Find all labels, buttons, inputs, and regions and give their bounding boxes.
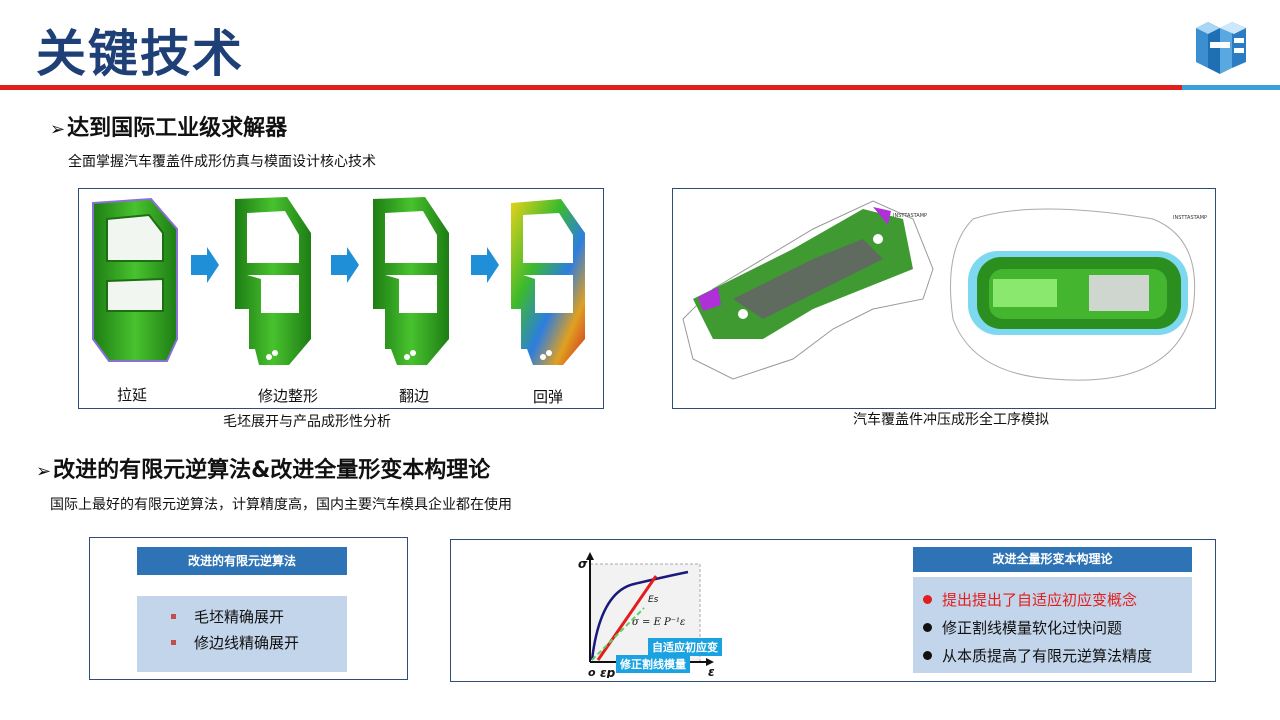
y-axis-label: σ — [578, 557, 588, 571]
list-item: 提出提出了自适应初应变概念 — [923, 589, 1137, 610]
process-arrow-icon — [191, 247, 219, 283]
stage-label-springback: 回弹 — [532, 388, 563, 406]
square-bullet-icon — [171, 614, 176, 619]
dot-bullet-icon — [923, 651, 932, 660]
list-item: 修边线精确展开 — [171, 632, 299, 653]
list-item: 修正割线模量软化过快问题 — [923, 617, 1122, 638]
stages-illustration — [92, 197, 585, 365]
section2-subtitle: 国际上最好的有限元逆算法，计算精度高，国内主要汽车模具企业都在使用 — [50, 497, 512, 513]
stage-label-trimming: 修边整形 — [257, 387, 318, 405]
stage-label-flanging: 翻边 — [398, 387, 429, 405]
es-label: Es — [648, 595, 659, 605]
dot-bullet-icon — [923, 623, 932, 632]
stage-label-drawing: 拉延 — [116, 386, 147, 404]
x-axis-label: ε — [708, 665, 715, 678]
secant-modulus-tag: 修正割线模量 — [616, 655, 690, 673]
title-rule-blue — [1182, 85, 1280, 90]
stamp-text-a: INSTTASTAMP — [893, 213, 927, 219]
arrow-bullet-icon: ➢ — [36, 461, 52, 482]
section1-subtitle: 全面掌握汽车覆盖件成形仿真与模面设计核心技术 — [68, 154, 376, 170]
constitutive-theory-list: 提出提出了自适应初应变概念 修正割线模量软化过快问题 从本质提高了有限元逆算法精… — [913, 577, 1192, 673]
stages-panel — [78, 188, 604, 409]
simulation-illustration: INSTTASTAMP INSTTASTAMP — [682, 200, 1207, 381]
part-trimming-icon — [235, 197, 311, 365]
list-item: 毛坯精确展开 — [171, 606, 284, 627]
section1-heading: ➢达到国际工业级求解器 — [50, 116, 288, 141]
page-title: 关键技术 — [36, 25, 244, 83]
simulation-caption: 汽车覆盖件冲压成形全工序模拟 — [853, 412, 1049, 428]
inverse-algorithm-title: 改进的有限元逆算法 — [137, 547, 347, 575]
simulation-panel: INSTTASTAMP INSTTASTAMP — [672, 188, 1216, 409]
part-drawing-icon — [92, 197, 178, 362]
stages-caption: 毛坯展开与产品成形性分析 — [223, 414, 391, 430]
inverse-algorithm-list: 毛坯精确展开 修边线精确展开 — [137, 596, 347, 672]
process-arrow-icon — [471, 247, 499, 283]
part-flanging-icon — [373, 197, 449, 365]
stress-strain-graph: σ ε o εp Es σ = E P⁻¹ε — [578, 552, 715, 678]
adaptive-strain-tag: 自适应初应变 — [648, 638, 722, 656]
stamp-text-b: INSTTASTAMP — [1173, 215, 1207, 221]
part-springback-icon — [511, 199, 585, 365]
origin-label: o — [588, 666, 596, 678]
process-arrow-icon — [331, 247, 359, 283]
list-item: 从本质提高了有限元逆算法精度 — [923, 645, 1152, 666]
square-bullet-icon — [171, 640, 176, 645]
title-rule-red — [0, 85, 1182, 90]
constitutive-theory-title: 改进全量形变本构理论 — [913, 547, 1192, 572]
dot-bullet-icon — [923, 595, 932, 604]
company-logo-icon — [1196, 22, 1246, 74]
formula-label: σ = E P⁻¹ε — [632, 617, 685, 628]
arrow-bullet-icon: ➢ — [50, 119, 66, 140]
section2-heading: ➢改进的有限元逆算法&改进全量形变本构理论 — [36, 458, 491, 483]
eps-p-label: εp — [600, 666, 616, 678]
